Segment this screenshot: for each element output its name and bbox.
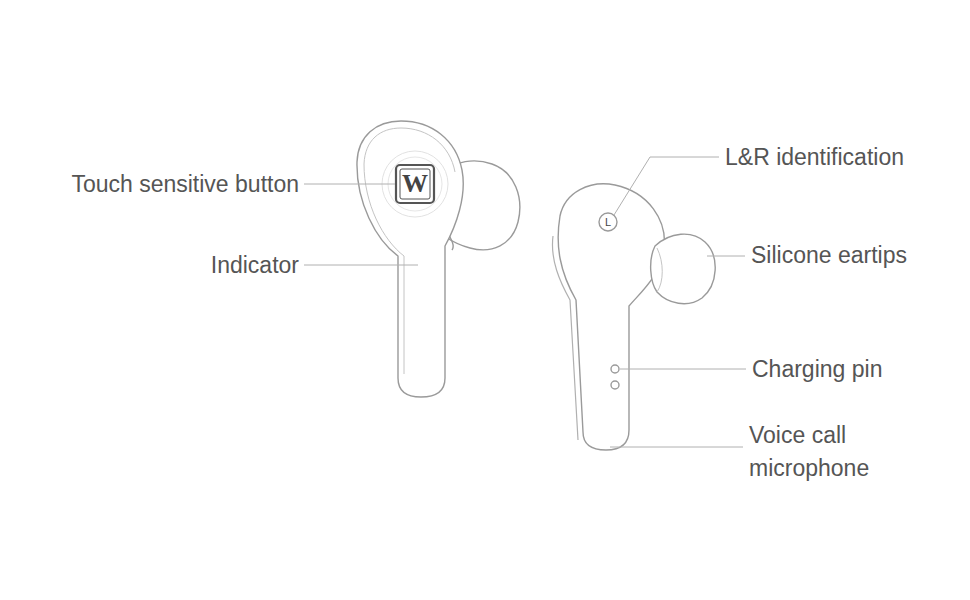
left-earbud-contour [364,128,455,374]
leader-lines [304,157,746,447]
part-label: Indicator [211,251,299,279]
logo-square [396,165,434,203]
leader-line [304,265,418,266]
charging-pin [611,365,619,373]
touch-ring [388,157,442,211]
left-earbud-body [357,121,463,397]
leader-line [614,157,719,215]
logo-letter: W [402,171,428,197]
leader-line [620,369,746,370]
part-label: Silicone eartips [751,241,907,269]
part-label: Voice call microphone [749,419,914,485]
part-label: L&R identification [725,143,904,171]
part-label: Charging pin [752,355,882,383]
part-label: Touch sensitive button [71,170,299,198]
right-earbud-edge [552,236,578,440]
lr-circle [599,213,617,231]
leader-line [304,184,395,185]
logo-square-inner [400,169,430,199]
side-letter: L [605,217,611,228]
leader-line [707,256,745,257]
right-eartip [651,234,716,304]
leader-line [610,447,743,448]
charging-pin [611,381,619,389]
right-earbud-body [558,184,664,450]
right-eartip-edge [657,248,662,292]
